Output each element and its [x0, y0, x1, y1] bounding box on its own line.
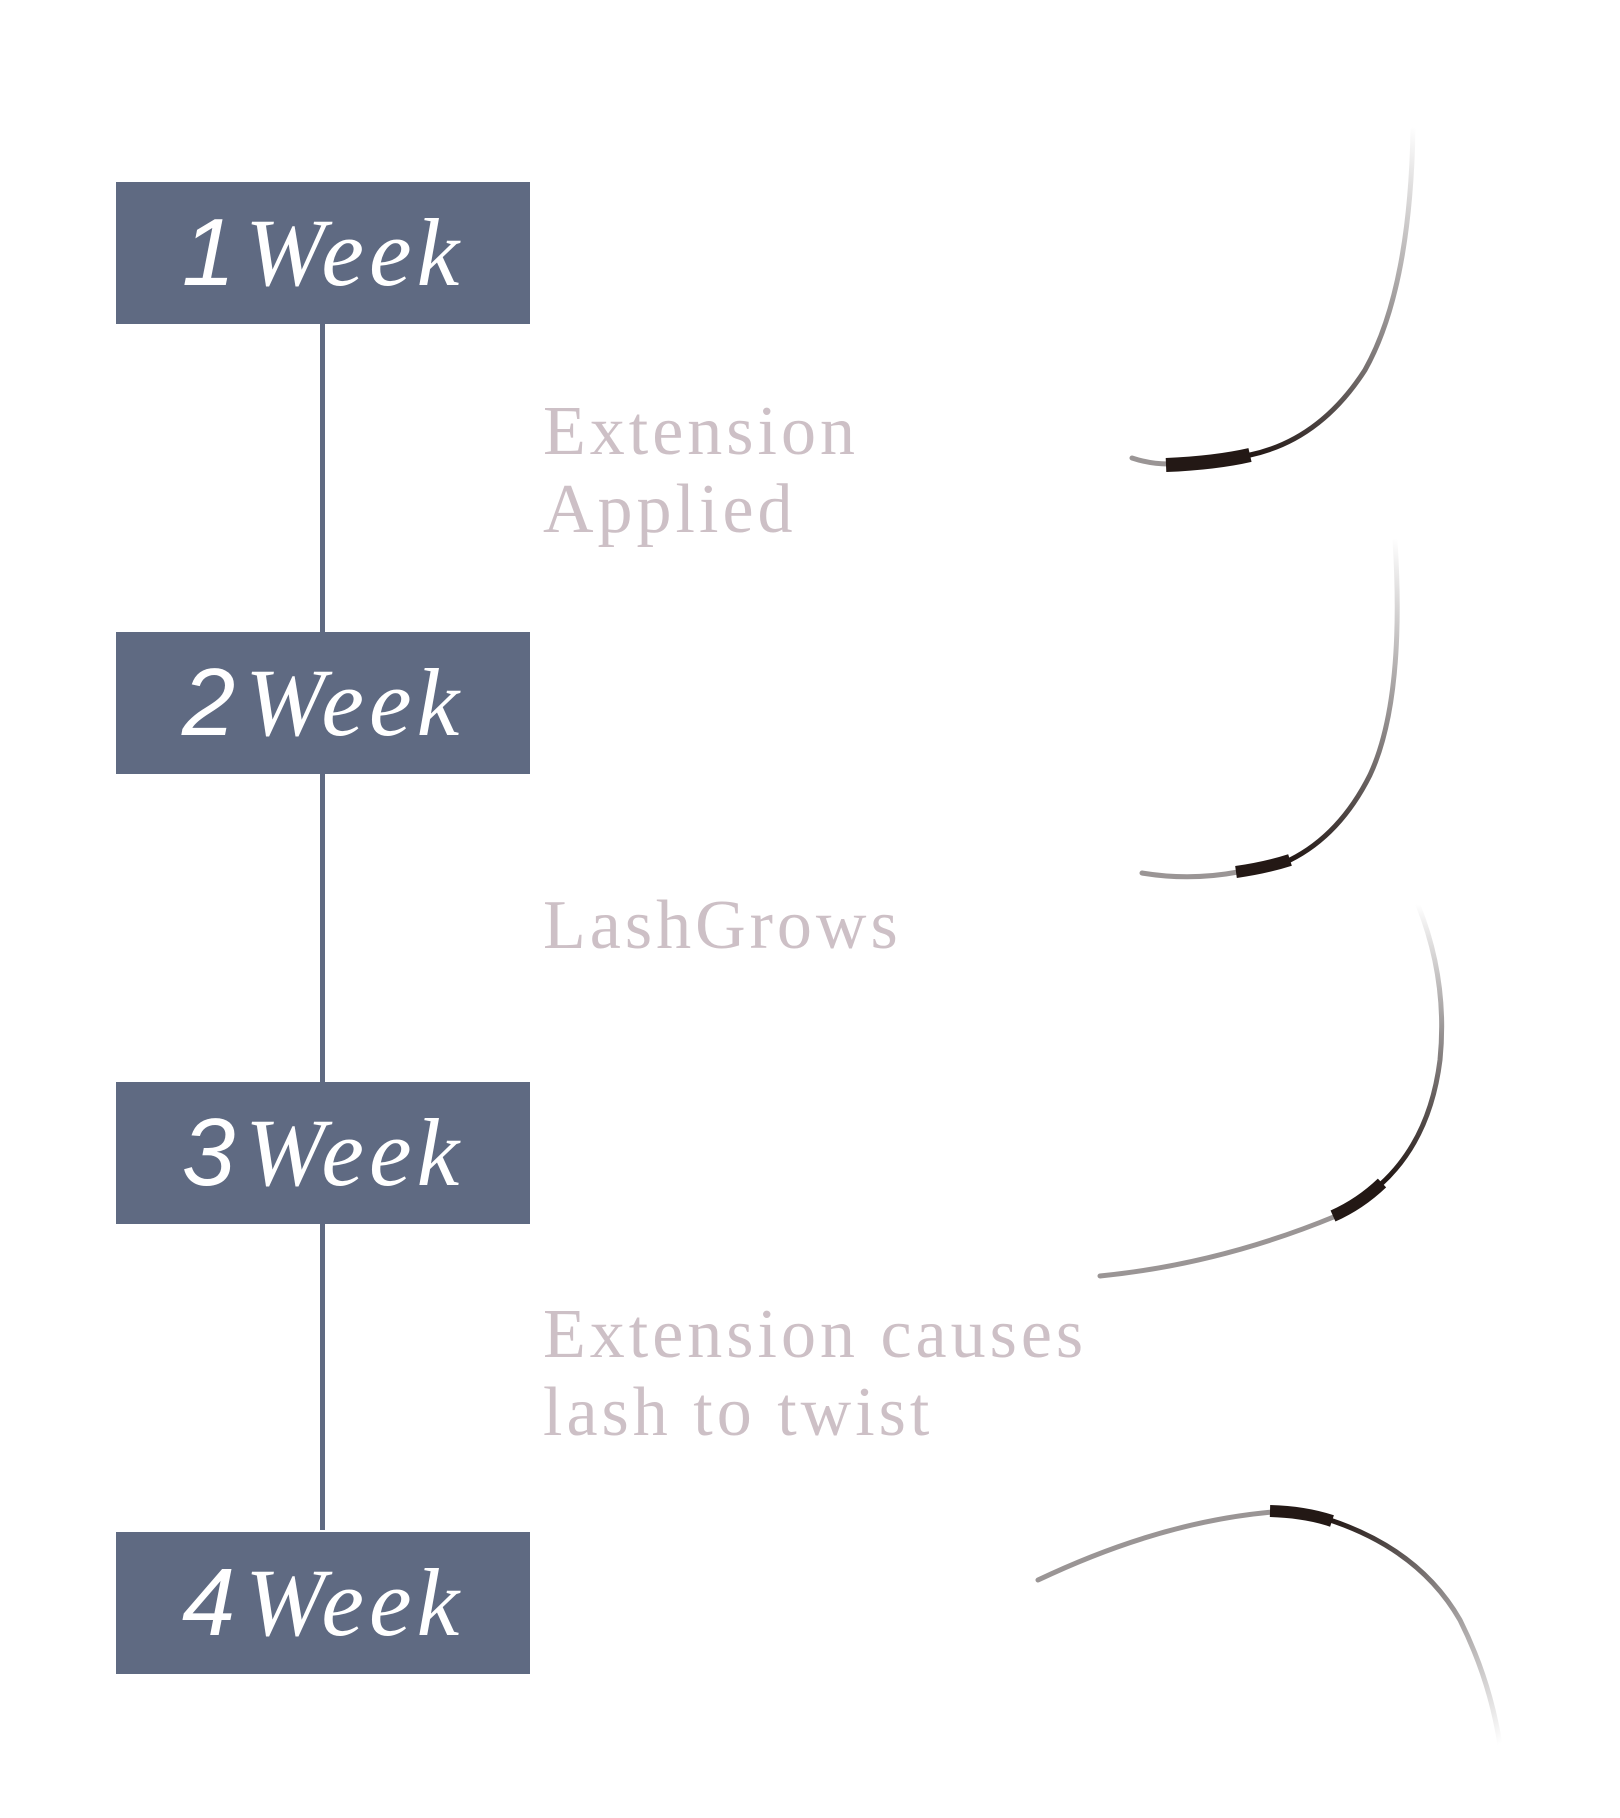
stage-label-line: Extension causes: [543, 1296, 1088, 1373]
lash-week-3: [1097, 902, 1445, 1279]
week-label: Week: [245, 1099, 465, 1206]
lash-week-2: [1139, 537, 1400, 880]
week-number: 1: [181, 199, 236, 306]
week-number: 3: [181, 1099, 236, 1206]
lash-week-4: [1035, 1505, 1503, 1748]
week-label: Week: [245, 199, 465, 306]
stage-label-line: LashGrows: [543, 887, 902, 964]
natural-lash: [1035, 1509, 1275, 1583]
natural-lash: [1129, 455, 1171, 467]
lash-week-1: [1129, 127, 1416, 472]
week-1-box: 1 Week: [116, 182, 530, 324]
extension-base: [1269, 1505, 1334, 1527]
stage-label-line: Applied: [543, 471, 797, 548]
extension-tail: [1377, 902, 1445, 1188]
extension-tail: [1247, 127, 1416, 458]
natural-lash: [1139, 869, 1241, 880]
week-3-box: 3 Week: [116, 1082, 530, 1224]
stage-label-twist: Extension causes lash to twist: [543, 1296, 1087, 1452]
extension-base: [1165, 448, 1252, 472]
week-4-box: 4 Week: [116, 1532, 530, 1674]
week-label: Week: [245, 649, 465, 756]
extension-base: [1330, 1178, 1387, 1222]
stage-label-grows: LashGrows: [543, 887, 902, 965]
timeline-connector: [320, 320, 325, 1530]
week-label: Week: [245, 1549, 465, 1656]
stage-label-applied: Extension Applied: [543, 393, 859, 549]
extension-tail: [1287, 537, 1400, 863]
extension-base: [1235, 854, 1292, 878]
week-number: 4: [181, 1549, 236, 1656]
week-2-box: 2 Week: [116, 632, 530, 774]
stage-label-line: lash to twist: [543, 1374, 934, 1451]
stage-label-line: Extension: [543, 393, 859, 470]
week-number: 2: [181, 649, 236, 756]
extension-tail: [1327, 1517, 1503, 1748]
natural-lash: [1097, 1213, 1339, 1279]
